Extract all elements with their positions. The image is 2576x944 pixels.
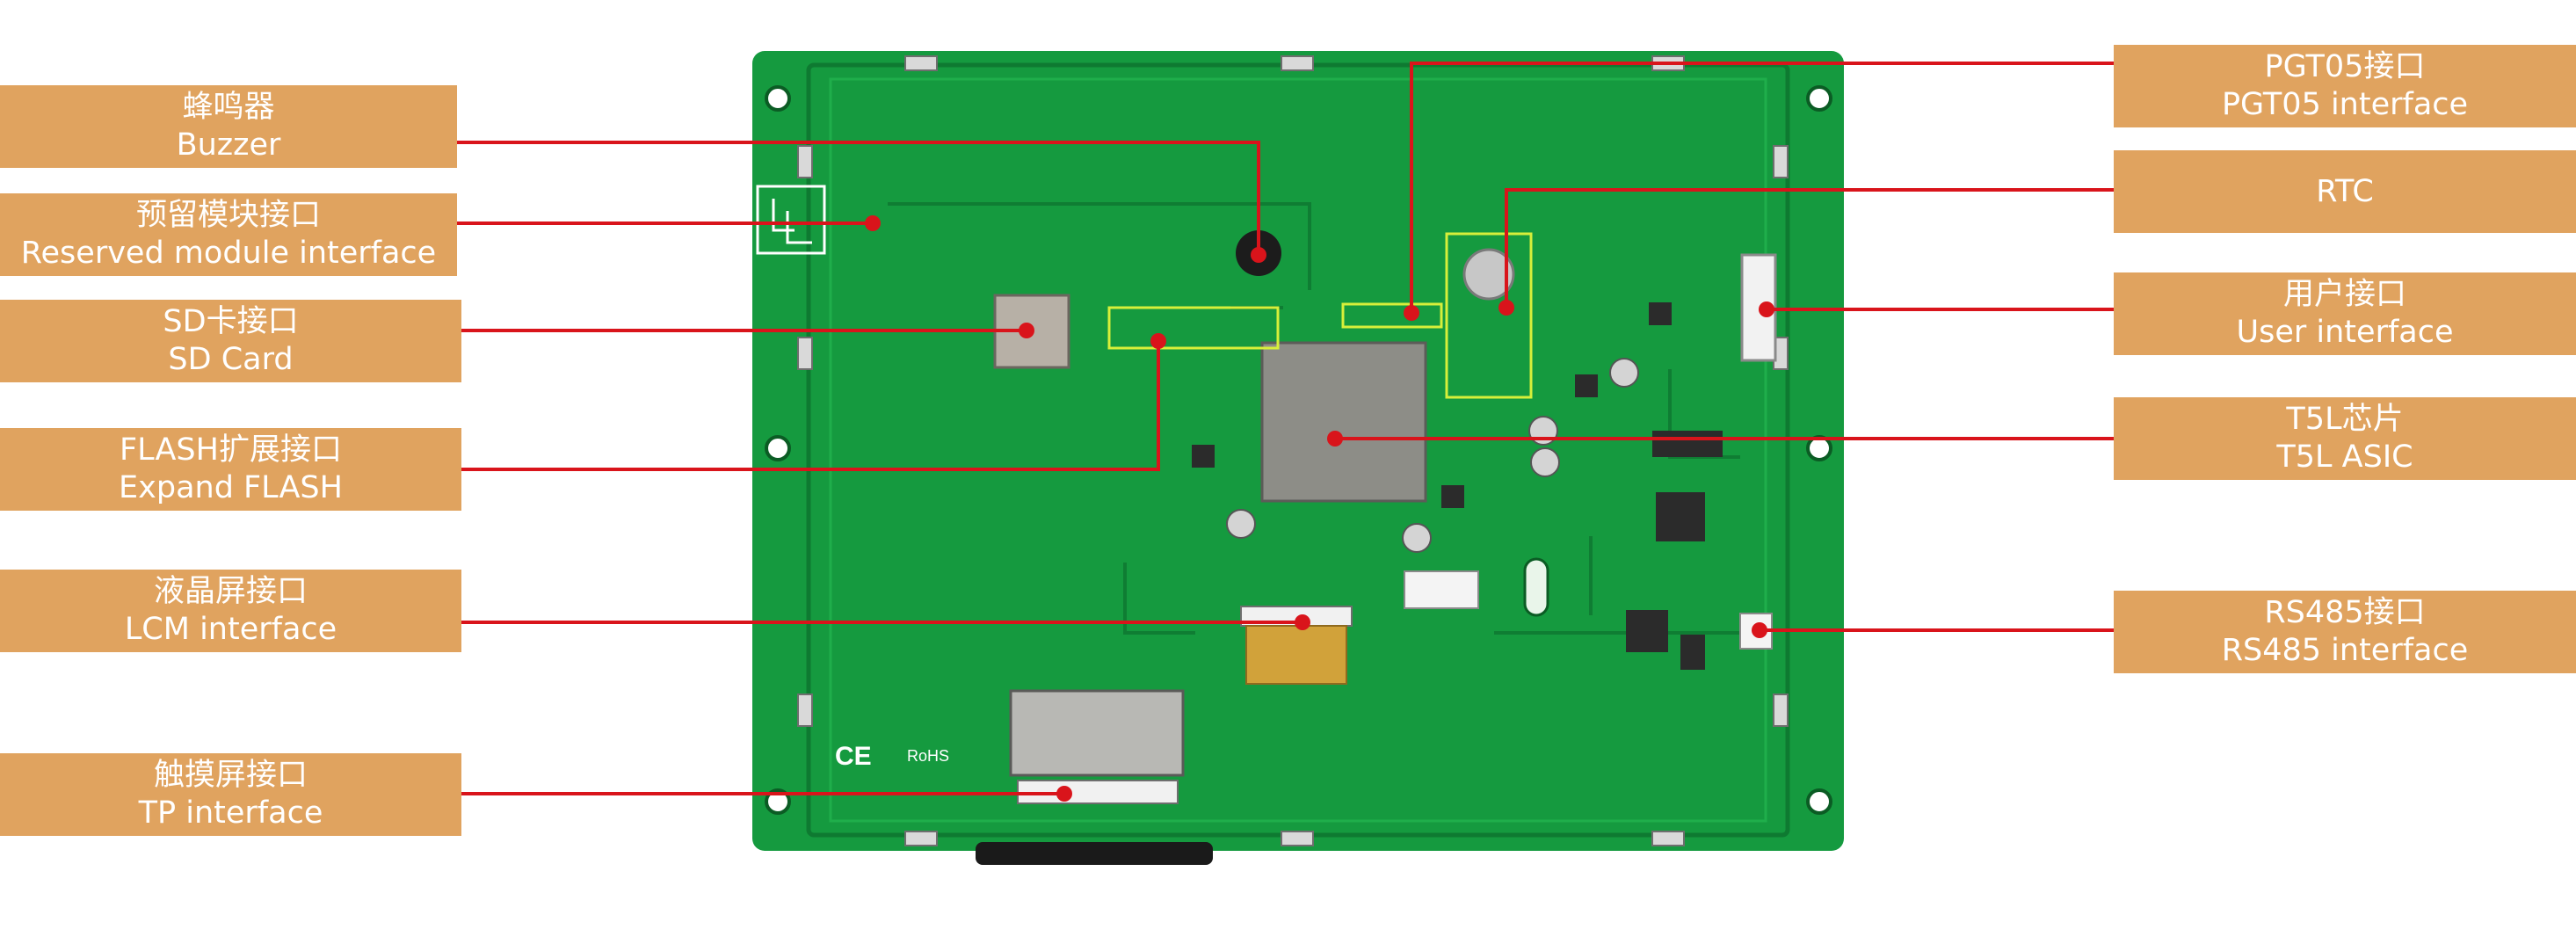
label-lcm-en: LCM interface xyxy=(124,612,337,647)
tp-flex-tail xyxy=(976,842,1213,865)
label-flash-expand: FLASH扩展接口 Expand FLASH xyxy=(0,428,461,511)
leader-tp-dot xyxy=(1056,786,1072,802)
board-slot xyxy=(1523,557,1549,617)
leader-sdcard-dot xyxy=(1019,323,1034,338)
leader-reserved-dot xyxy=(865,215,881,231)
label-t5l-zh: T5L芯片 xyxy=(2286,402,2404,437)
label-user-en: User interface xyxy=(2236,315,2454,350)
leader-rs485-dot xyxy=(1752,622,1767,638)
label-user-zh: 用户接口 xyxy=(2282,277,2406,312)
rtc-area xyxy=(1445,232,1533,399)
leader-buzzer-line xyxy=(457,141,1260,255)
label-sdcard-en: SD Card xyxy=(168,342,294,377)
label-tp-zh: 触摸屏接口 xyxy=(153,758,308,793)
leader-user-dot xyxy=(1759,301,1774,317)
label-t5l-en: T5L ASIC xyxy=(2276,439,2413,475)
label-rs485-interface: RS485接口 RS485 interface xyxy=(2114,591,2576,673)
tp-connector-shield xyxy=(1009,689,1185,777)
flash-expand-area xyxy=(1107,306,1280,350)
label-user-interface: 用户接口 User interface xyxy=(2114,272,2576,355)
label-lcm-interface: 液晶屏接口 LCM interface xyxy=(0,570,461,652)
leader-rtc-dot xyxy=(1498,300,1514,316)
label-sd-card: SD卡接口 SD Card xyxy=(0,300,461,382)
leader-flash-dot xyxy=(1150,333,1166,349)
label-reserved-module: 预留模块接口 Reserved module interface xyxy=(0,193,457,276)
label-rs485-zh: RS485接口 xyxy=(2264,595,2426,630)
edge-clips xyxy=(797,55,1789,846)
label-buzzer: 蜂鸣器 Buzzer xyxy=(0,85,457,168)
label-reserved-zh: 预留模块接口 xyxy=(135,198,321,233)
label-pgt05-zh: PGT05接口 xyxy=(2264,49,2426,84)
small-components xyxy=(1192,302,1723,670)
leader-pgt05-line xyxy=(1410,62,2114,313)
ce-mark: CE xyxy=(835,742,872,771)
label-t5l-asic: T5L芯片 T5L ASIC xyxy=(2114,397,2576,480)
label-rtc-zh: RTC xyxy=(2316,173,2374,209)
t5l-chip xyxy=(1260,341,1427,503)
label-sdcard-zh: SD卡接口 xyxy=(163,304,299,339)
leader-buzzer-dot xyxy=(1251,247,1266,263)
leader-flash-line xyxy=(461,341,1160,471)
label-tp-en: TP interface xyxy=(138,795,323,831)
mounting-holes xyxy=(765,85,1832,815)
leader-t5l-dot xyxy=(1327,431,1343,447)
label-lcm-zh: 液晶屏接口 xyxy=(153,574,308,609)
pcb-ground-border-inner xyxy=(829,77,1767,823)
leader-lcm-dot xyxy=(1295,614,1310,630)
label-reserved-en: Reserved module interface xyxy=(20,236,437,271)
leader-pgt05-dot xyxy=(1404,305,1419,321)
label-buzzer-zh: 蜂鸣器 xyxy=(182,90,275,125)
pgt05-header xyxy=(1341,302,1443,329)
rohs-mark: RoHS xyxy=(907,747,949,765)
label-flash-en: Expand FLASH xyxy=(119,470,343,505)
label-rs485-en: RS485 interface xyxy=(2221,633,2469,668)
label-flash-zh: FLASH扩展接口 xyxy=(120,432,342,468)
label-rtc: RTC xyxy=(2114,150,2576,233)
leader-rtc-line xyxy=(1505,188,2114,308)
label-buzzer-en: Buzzer xyxy=(176,127,281,163)
label-pgt05-interface: PGT05接口 PGT05 interface xyxy=(2114,45,2576,127)
label-pgt05-en: PGT05 interface xyxy=(2221,87,2469,122)
white-connector xyxy=(1404,570,1479,609)
label-tp-interface: 触摸屏接口 TP interface xyxy=(0,753,461,836)
rtc-battery xyxy=(1462,248,1515,301)
